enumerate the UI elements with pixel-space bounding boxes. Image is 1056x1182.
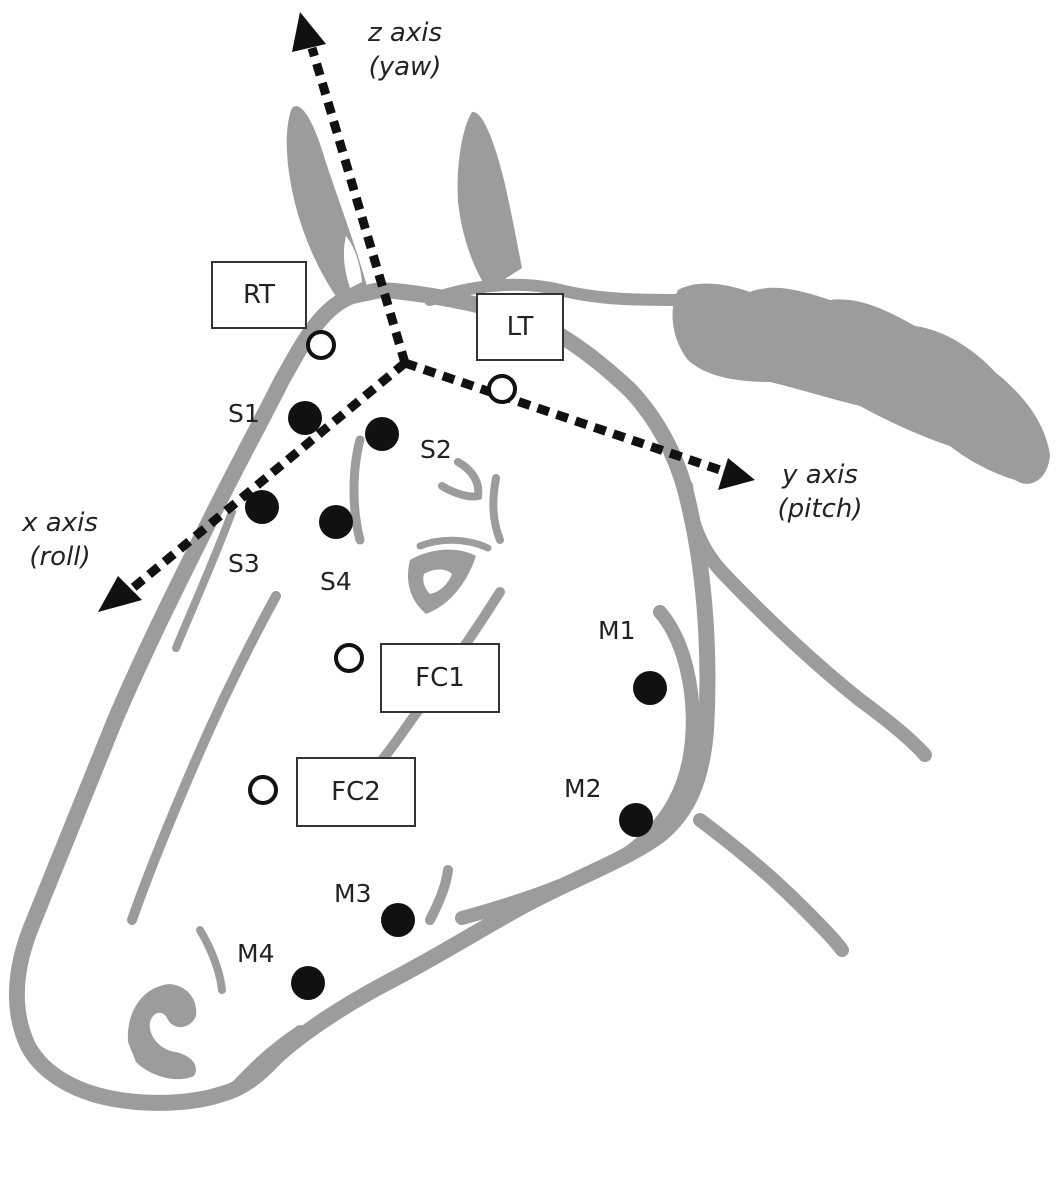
- rt-box: RT: [211, 261, 307, 329]
- mane: [673, 284, 1050, 484]
- m4-label: M4: [237, 940, 274, 968]
- m4-marker: [291, 966, 325, 1000]
- muzzle-line: [200, 930, 222, 990]
- fc2-marker: [250, 777, 276, 803]
- mouth-line: [228, 1030, 300, 1094]
- m3-marker: [381, 903, 415, 937]
- s4-label: S4: [320, 568, 352, 596]
- brow-line-2: [442, 462, 478, 497]
- z-axis-label: z axis (yaw): [345, 16, 465, 84]
- m3-label: M3: [334, 880, 371, 908]
- left-ear: [458, 112, 522, 290]
- fc1-marker: [336, 645, 362, 671]
- y-axis-arrowhead: [718, 458, 755, 490]
- fc1-box: FC1: [380, 643, 500, 713]
- x-axis-label: x axis (roll): [0, 506, 120, 574]
- z-axis-name: z axis: [345, 16, 465, 50]
- m2-marker: [619, 803, 653, 837]
- s1-marker: [288, 401, 322, 435]
- m2-label: M2: [564, 775, 601, 803]
- s2-label: S2: [420, 436, 452, 464]
- s3-label: S3: [228, 550, 260, 578]
- upper-face-line: [493, 478, 500, 540]
- fc2-box: FC2: [296, 757, 416, 827]
- x-axis-sub: (roll): [0, 540, 120, 574]
- nostril: [128, 984, 196, 1079]
- s4-marker: [319, 505, 353, 539]
- neck-line-throat: [700, 820, 842, 950]
- x-axis-name: x axis: [0, 506, 120, 540]
- neck-line-front: [686, 486, 925, 755]
- z-axis-arrowhead: [292, 12, 326, 52]
- s3-marker: [245, 490, 279, 524]
- rt-marker: [308, 332, 334, 358]
- y-axis-sub: (pitch): [760, 492, 880, 526]
- eye-lid: [420, 540, 488, 548]
- y-axis-name: y axis: [760, 458, 880, 492]
- y-axis-label: y axis (pitch): [760, 458, 880, 526]
- s2-marker: [365, 417, 399, 451]
- m1-marker: [633, 671, 667, 705]
- head-outline: [17, 290, 707, 1103]
- y-axis-line: [405, 363, 720, 470]
- lt-marker: [489, 376, 515, 402]
- chin-line: [430, 870, 448, 920]
- s1-label: S1: [228, 400, 260, 428]
- lt-box: LT: [476, 293, 564, 361]
- m1-label: M1: [598, 617, 635, 645]
- z-axis-sub: (yaw): [345, 50, 465, 84]
- brow-line: [354, 440, 360, 540]
